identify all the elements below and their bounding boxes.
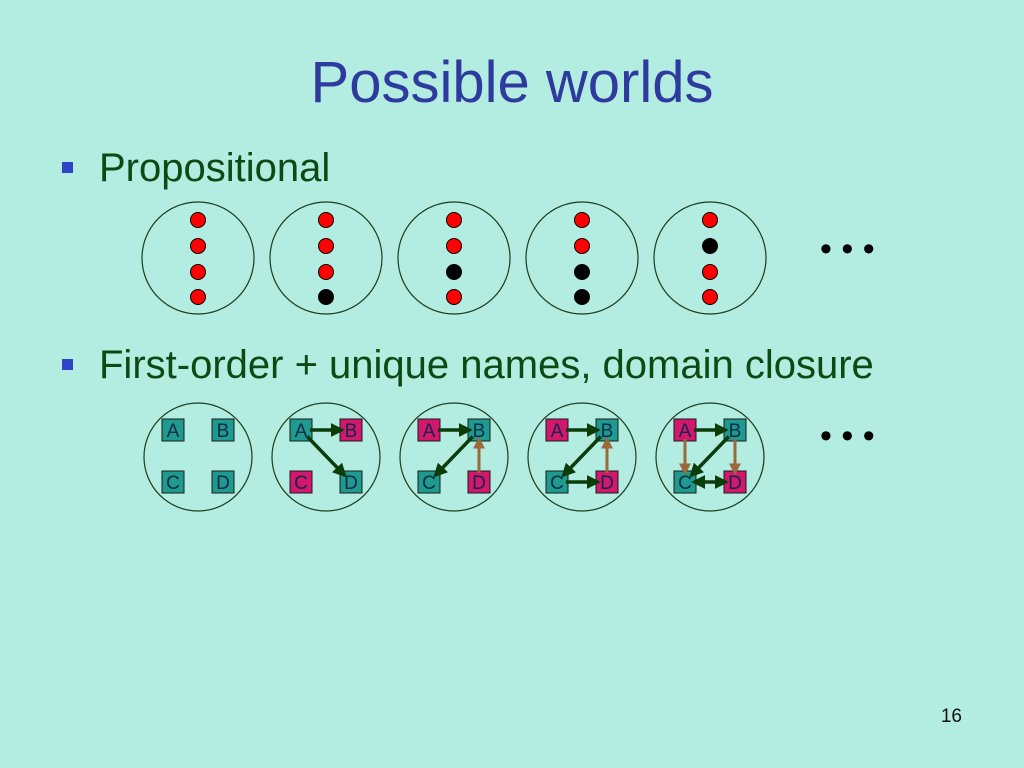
bullet-propositional: Propositional xyxy=(62,145,1002,193)
node-box xyxy=(211,418,235,442)
object-node-d: D xyxy=(211,470,235,494)
object-node-a: A xyxy=(417,418,441,442)
true-proposition-dot xyxy=(190,212,206,228)
node-label: B xyxy=(345,421,358,442)
world-circle xyxy=(527,402,637,512)
node-label: B xyxy=(729,421,742,442)
first-order-world: A B C D xyxy=(527,402,637,512)
world-circle xyxy=(397,201,511,315)
false-proposition-dot xyxy=(318,289,334,305)
object-node-b: B xyxy=(211,418,235,442)
object-node-d: D xyxy=(723,470,747,494)
world-circle xyxy=(143,402,253,512)
true-proposition-dot xyxy=(446,238,462,254)
propositional-worlds xyxy=(141,201,767,315)
world-circle xyxy=(525,201,639,315)
object-node-c: C xyxy=(289,470,313,494)
relation-arrow-green xyxy=(561,435,603,478)
true-proposition-dot xyxy=(190,238,206,254)
object-node-d: D xyxy=(595,470,619,494)
bullet-first-order: First-order + unique names, domain closu… xyxy=(62,342,1002,390)
object-node-b: B xyxy=(339,418,363,442)
node-label: C xyxy=(678,473,692,494)
node-label: A xyxy=(423,421,436,442)
node-box xyxy=(161,470,185,494)
propositional-world xyxy=(525,201,639,315)
propositional-world xyxy=(653,201,767,315)
world-circle xyxy=(653,201,767,315)
node-label: B xyxy=(473,421,486,442)
node-label: D xyxy=(728,473,742,494)
propositional-world xyxy=(269,201,383,315)
true-proposition-dot xyxy=(318,212,334,228)
node-label: D xyxy=(600,473,614,494)
object-node-b: B xyxy=(723,418,747,442)
node-label: A xyxy=(679,421,692,442)
propositional-ellipsis: • • • xyxy=(820,230,875,268)
object-node-a: A xyxy=(673,418,697,442)
node-label: C xyxy=(166,473,180,494)
object-node-a: A xyxy=(161,418,185,442)
true-proposition-dot xyxy=(574,238,590,254)
true-proposition-dot xyxy=(574,212,590,228)
node-label: B xyxy=(601,421,614,442)
bullet-text: Propositional xyxy=(99,146,331,190)
node-box xyxy=(161,418,185,442)
true-proposition-dot xyxy=(446,289,462,305)
node-label: D xyxy=(216,473,230,494)
node-label: C xyxy=(422,473,436,494)
first-order-world: A B C D xyxy=(655,402,765,512)
object-node-d: D xyxy=(467,470,491,494)
true-proposition-dot xyxy=(702,289,718,305)
true-proposition-dot xyxy=(702,212,718,228)
true-proposition-dot xyxy=(446,212,462,228)
first-order-world: A B C D xyxy=(271,402,381,512)
world-circle xyxy=(269,201,383,315)
propositional-world xyxy=(141,201,255,315)
propositional-world xyxy=(397,201,511,315)
true-proposition-dot xyxy=(190,289,206,305)
false-proposition-dot xyxy=(702,238,718,254)
false-proposition-dot xyxy=(574,289,590,305)
node-label: C xyxy=(550,473,564,494)
world-circle xyxy=(141,201,255,315)
true-proposition-dot xyxy=(318,264,334,280)
bullet-text: First-order + unique names, domain closu… xyxy=(99,343,874,387)
relation-arrow-green xyxy=(689,435,731,478)
true-proposition-dot xyxy=(318,238,334,254)
false-proposition-dot xyxy=(446,264,462,280)
world-circle xyxy=(655,402,765,512)
node-label: B xyxy=(217,421,230,442)
bullet-marker-icon xyxy=(62,359,73,370)
world-circle xyxy=(271,402,381,512)
first-order-worlds: A B C D A B C D A B C D A B C D A B C D xyxy=(143,402,765,512)
object-node-c: C xyxy=(161,470,185,494)
node-box xyxy=(211,470,235,494)
node-box xyxy=(289,470,313,494)
bullet-marker-icon xyxy=(62,162,73,173)
relation-arrow-green xyxy=(305,435,347,478)
object-node-a: A xyxy=(545,418,569,442)
true-proposition-dot xyxy=(190,264,206,280)
node-label: D xyxy=(472,473,486,494)
relation-arrow-green xyxy=(433,435,475,478)
object-node-a: A xyxy=(289,418,313,442)
slide-title: Possible worlds xyxy=(310,50,714,115)
first-order-world: A B C D xyxy=(143,402,253,512)
node-label: A xyxy=(295,421,308,442)
false-proposition-dot xyxy=(574,264,590,280)
first-order-world: A B C D xyxy=(399,402,509,512)
page-number: 16 xyxy=(940,706,962,727)
true-proposition-dot xyxy=(702,264,718,280)
first-order-ellipsis: • • • xyxy=(820,417,875,455)
node-label: A xyxy=(167,421,180,442)
node-label: D xyxy=(344,473,358,494)
node-label: A xyxy=(551,421,564,442)
world-circle xyxy=(399,402,509,512)
node-label: C xyxy=(294,473,308,494)
